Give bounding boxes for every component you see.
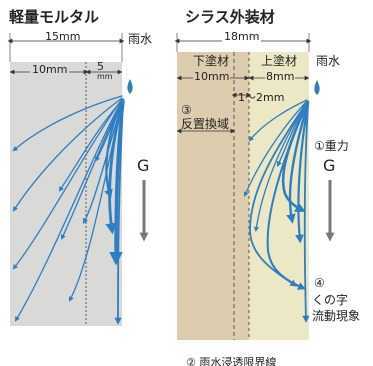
gravity-note: ①重力 (314, 139, 349, 153)
left-flow-3 (12, 98, 123, 270)
flow-label-line1: くの字 (312, 293, 349, 307)
left-total-width-label: 15mm (45, 30, 81, 43)
right-panel-title: シラス外装材 (185, 8, 275, 26)
left-flow-11 (114, 102, 124, 325)
mortar-wall (10, 62, 122, 326)
right-gravity-label: G (323, 156, 336, 175)
left-rain-label: 雨水 (128, 32, 153, 46)
left-flow-12 (94, 99, 124, 162)
under-coat-label: 下塗材 (193, 54, 230, 68)
right-flow-6 (281, 100, 310, 212)
right-raindrop-icon (314, 80, 320, 95)
left-flow-lines (12, 95, 125, 325)
right-total-width-label: 18mm (222, 30, 262, 43)
zone-number: ③ (181, 103, 192, 117)
left-raindrop-icon (127, 79, 133, 94)
right-flow-7 (286, 101, 310, 224)
left-flow-5 (58, 99, 123, 192)
left-inner-width-label: 10mm (30, 63, 70, 76)
bottom-note: ② 雨水浸透限界線 (186, 357, 277, 366)
left-panel-title: 軽量モルタル (9, 8, 100, 26)
left-outer-width-value: 5 (97, 60, 104, 73)
left-flow-4 (14, 99, 123, 322)
left-flow-1 (12, 95, 123, 152)
top-coat-label: 上塗材 (261, 54, 298, 68)
left-flow-2 (12, 97, 123, 212)
left-flow-10 (109, 100, 125, 266)
right-flow-9 (302, 103, 310, 323)
right-flow-1 (248, 99, 308, 142)
left-outer-width-unit: mm (97, 72, 113, 81)
right-rain-label: 雨水 (316, 54, 341, 68)
left-flow-13 (82, 100, 124, 224)
right-flow-8 (295, 102, 310, 244)
right-flow-lines (243, 99, 310, 323)
zone-label: 反置換域 (181, 117, 230, 131)
under-coat-layer (177, 52, 249, 340)
gap-range-label: 1～2mm (238, 91, 285, 104)
flow-label-line2: 流動現象 (312, 309, 361, 323)
bottom-fade (150, 340, 373, 366)
left-flow-6 (60, 100, 123, 240)
right-flow-4 (249, 101, 308, 287)
top-coat-width-label: 8mm (265, 70, 296, 83)
right-flow-2 (243, 100, 308, 197)
right-flow-10 (276, 101, 308, 168)
under-coat-width-label: 10mm (193, 70, 231, 83)
flow-number: ④ (314, 276, 325, 290)
left-gravity-label: G (137, 156, 150, 175)
